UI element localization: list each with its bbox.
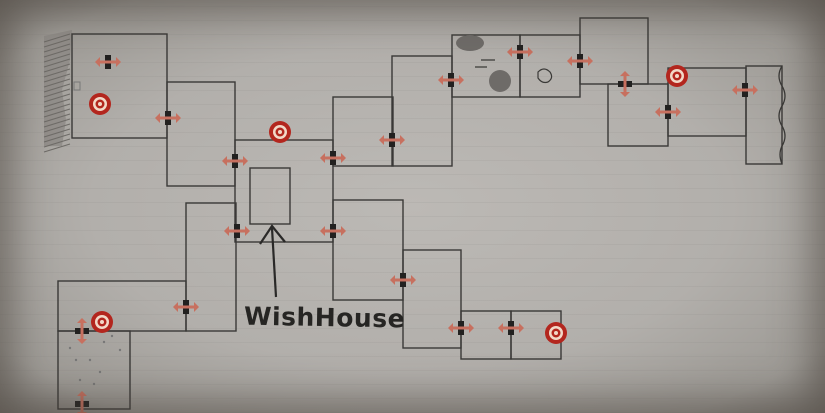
- room-start-west: [71, 33, 168, 139]
- double-arrow-door-icon[interactable]: [320, 151, 346, 165]
- room-south-east1: [460, 310, 512, 360]
- target-circle-icon[interactable]: [91, 311, 113, 333]
- debris: [102, 340, 106, 344]
- debris: [118, 348, 122, 352]
- double-arrow-door-icon[interactable]: [567, 54, 593, 68]
- boulder-icon: [489, 70, 511, 92]
- target-circle-icon[interactable]: [666, 65, 688, 87]
- target-circle-icon[interactable]: [269, 121, 291, 143]
- double-arrow-door-icon[interactable]: [655, 105, 681, 119]
- room-southwest: [57, 280, 187, 332]
- double-arrow-door-icon[interactable]: [155, 111, 181, 125]
- double-arrow-door-icon[interactable]: [95, 55, 121, 69]
- double-arrow-door-icon[interactable]: [222, 154, 248, 168]
- double-arrow-door-icon[interactable]: [390, 273, 416, 287]
- debris: [78, 378, 82, 382]
- target-circle-icon[interactable]: [89, 93, 111, 115]
- double-arrow-door-icon[interactable]: [75, 318, 89, 344]
- up-arrow-icon: [259, 224, 286, 298]
- room-center-south: [332, 199, 404, 301]
- double-arrow-door-icon[interactable]: [498, 321, 524, 335]
- debris: [74, 358, 78, 362]
- item-icon: [537, 68, 553, 84]
- room-north-tall: [391, 55, 453, 167]
- boulder-icon: [456, 35, 484, 51]
- room-west-lower: [185, 202, 237, 332]
- double-arrow-door-icon[interactable]: [438, 73, 464, 87]
- debris: [98, 370, 102, 374]
- hatched-wall-icon: [43, 30, 72, 153]
- wall-door-icon: [73, 81, 81, 91]
- stairs-icon: [475, 59, 495, 68]
- room-southwest-cellar: [57, 330, 131, 410]
- double-arrow-door-icon[interactable]: [173, 300, 199, 314]
- double-arrow-door-icon[interactable]: [224, 224, 250, 238]
- debris: [110, 334, 114, 338]
- double-arrow-door-icon[interactable]: [448, 321, 474, 335]
- double-arrow-door-icon[interactable]: [379, 133, 405, 147]
- debris: [88, 358, 92, 362]
- target-circle-icon[interactable]: [545, 322, 567, 344]
- double-arrow-door-icon[interactable]: [320, 224, 346, 238]
- room-wishhouse: [249, 167, 291, 225]
- double-arrow-door-icon[interactable]: [75, 391, 89, 413]
- room-north-east1: [519, 34, 581, 98]
- room-south-tall: [402, 249, 462, 349]
- double-arrow-door-icon[interactable]: [732, 83, 758, 97]
- double-arrow-door-icon[interactable]: [618, 71, 632, 97]
- room-center-north: [332, 96, 394, 167]
- room-west-hall: [166, 81, 236, 187]
- room-east-edge: [745, 65, 783, 165]
- room-north-east2: [579, 17, 649, 85]
- double-arrow-door-icon[interactable]: [507, 45, 533, 59]
- torn-edge: [778, 65, 786, 165]
- wishhouse-label: WishHouse: [243, 301, 406, 334]
- debris: [92, 382, 96, 386]
- debris: [68, 346, 72, 350]
